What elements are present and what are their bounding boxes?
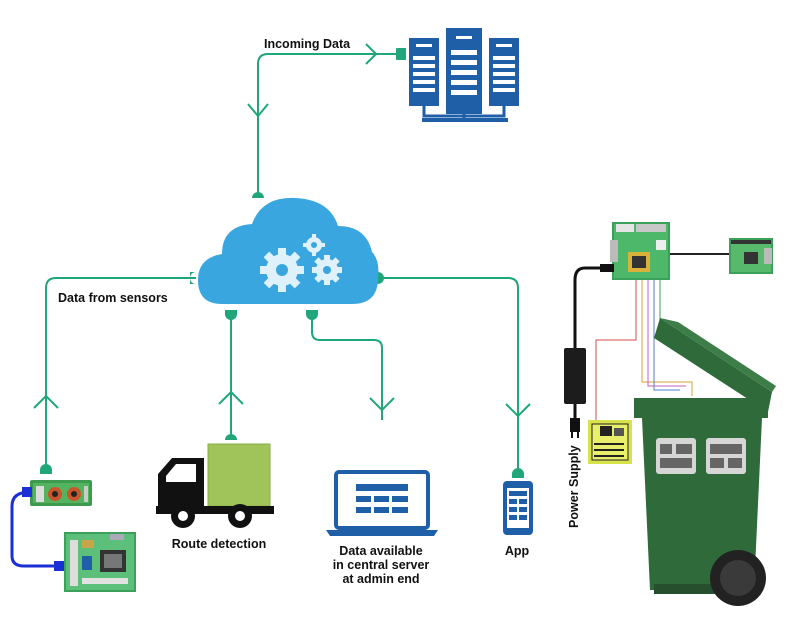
- arrow-heads: [33, 43, 531, 418]
- arrow-to-server: [365, 43, 378, 65]
- cap-cloud-bottom-left: [225, 310, 237, 320]
- connector-cloud-to-laptop: [311, 312, 383, 420]
- cap-cloud-left: [190, 272, 196, 284]
- sensor-cable: [10, 487, 64, 571]
- label-incoming-data: Incoming Data: [264, 37, 351, 51]
- arrow-down-app: [505, 403, 531, 418]
- connector-caps: [40, 48, 524, 478]
- connector-cloud-to-sensors: [45, 277, 196, 466]
- arrow-down-laptop: [369, 397, 395, 412]
- connector-lines: [45, 53, 519, 470]
- cap-cloud-top: [252, 192, 264, 198]
- arrow-up-sensors: [33, 394, 59, 409]
- cap-sensor: [40, 464, 52, 474]
- truck-icon: [156, 443, 274, 528]
- connector-cloud-to-app: [378, 277, 519, 470]
- wifi-module-icon: [610, 222, 670, 280]
- connector-cloud-to-server: [257, 53, 400, 196]
- label-route-detection: Route detection: [172, 537, 266, 551]
- smartphone-icon: [503, 481, 533, 535]
- label-app: App: [505, 544, 530, 558]
- driver-board-icon: [588, 420, 632, 464]
- label-data-from-sensors: Data from sensors: [58, 291, 168, 305]
- power-adapter-icon: [564, 264, 614, 438]
- cap-app: [512, 468, 524, 478]
- server-rack-icon: [409, 28, 519, 122]
- raspberry-pi-icon: [729, 238, 773, 274]
- cloud-gear-icon: [198, 197, 379, 304]
- label-central-server-line3: at admin end: [342, 572, 419, 586]
- garbage-bin-icon: [634, 318, 776, 606]
- label-central-server-line1: Data available: [339, 544, 422, 558]
- laptop-icon: [326, 470, 438, 536]
- label-power-supply: Power Supply: [567, 445, 581, 528]
- cap-server: [396, 48, 406, 60]
- label-central-server-line2: in central server: [333, 558, 430, 572]
- microcontroller-board-icon: [64, 532, 136, 592]
- sensor-board-icon: [30, 480, 92, 506]
- arrow-down-incoming: [247, 103, 269, 118]
- cap-truck: [225, 434, 237, 440]
- cap-cloud-bottom-right: [306, 310, 318, 320]
- arrow-up-truck: [218, 390, 244, 405]
